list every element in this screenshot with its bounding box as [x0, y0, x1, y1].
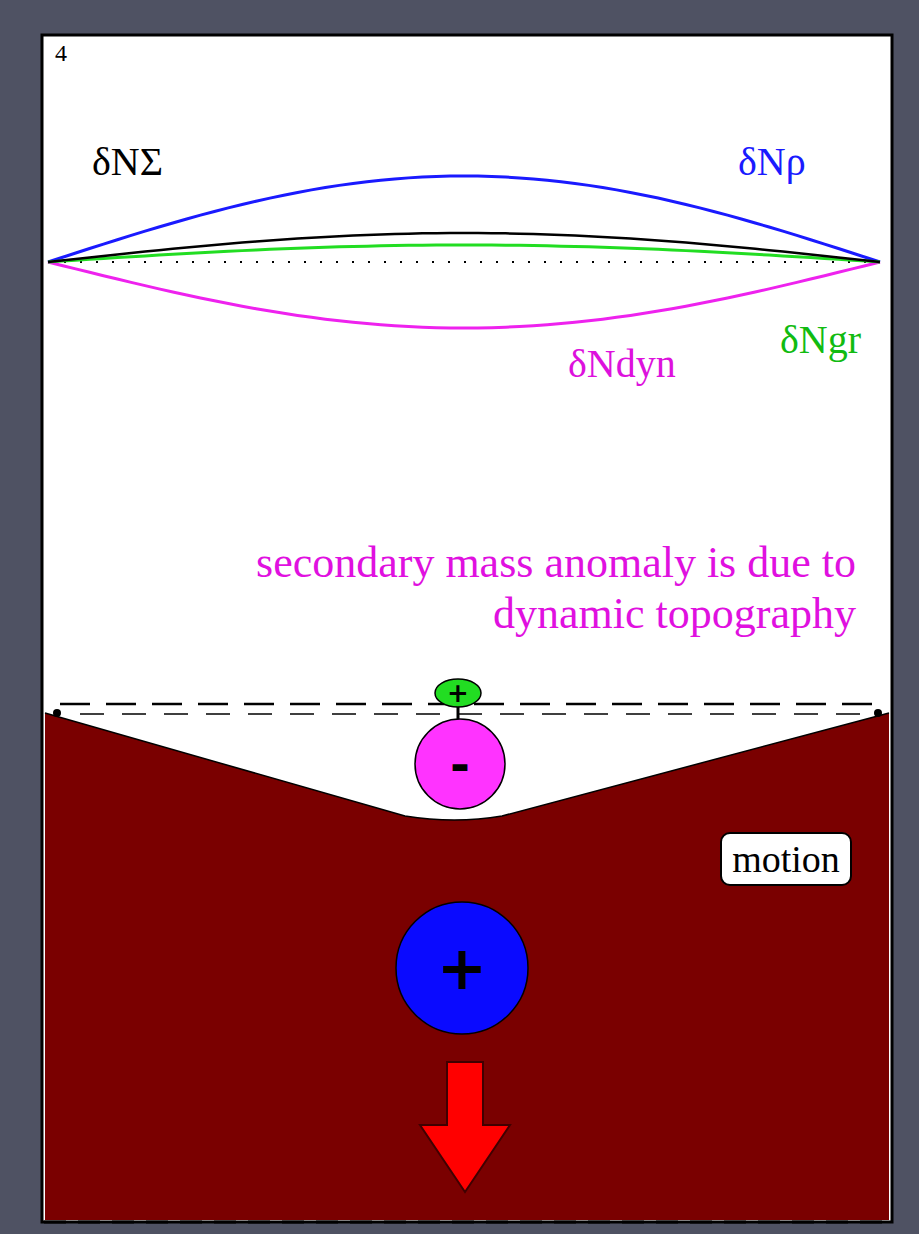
motion-arrow	[420, 1062, 510, 1192]
gravity-geoid-curve	[48, 245, 880, 262]
baseline	[48, 261, 880, 263]
node-shape	[415, 719, 505, 809]
panel-frame	[42, 35, 892, 1222]
positive-anomaly-circle: +	[395, 901, 529, 1035]
node-shape	[396, 902, 528, 1034]
panel-number: 4	[55, 40, 67, 66]
total-geoid-curve	[48, 233, 880, 262]
deformed-surface	[45, 713, 889, 820]
dynamic-geoid-curve	[48, 262, 880, 328]
surface-dot	[874, 709, 882, 717]
curve-label: δNgr	[780, 318, 861, 362]
sign-symbol: +	[447, 680, 469, 706]
note-text: secondary mass anomaly is due to dynamic…	[120, 538, 856, 639]
reference-level	[80, 713, 860, 715]
bottom-boundary	[44, 1221, 890, 1224]
sign-symbol: -	[450, 740, 470, 788]
curve-label: δNΣ	[92, 140, 163, 184]
mantle-body	[45, 713, 889, 1220]
curve-label: δNdyn	[568, 342, 676, 386]
positive-anomaly-ellipse: +	[434, 678, 482, 708]
motion-label-box: motion	[720, 832, 852, 886]
density-geoid-curve	[48, 176, 880, 262]
box-label: motion	[732, 840, 840, 878]
sign-symbol: +	[437, 938, 487, 998]
curve-label: δNρ	[738, 140, 806, 184]
negative-anomaly-circle: -	[414, 718, 506, 810]
surface-dot	[53, 709, 61, 717]
geoid-curves	[48, 176, 880, 328]
node-shape	[435, 679, 481, 707]
